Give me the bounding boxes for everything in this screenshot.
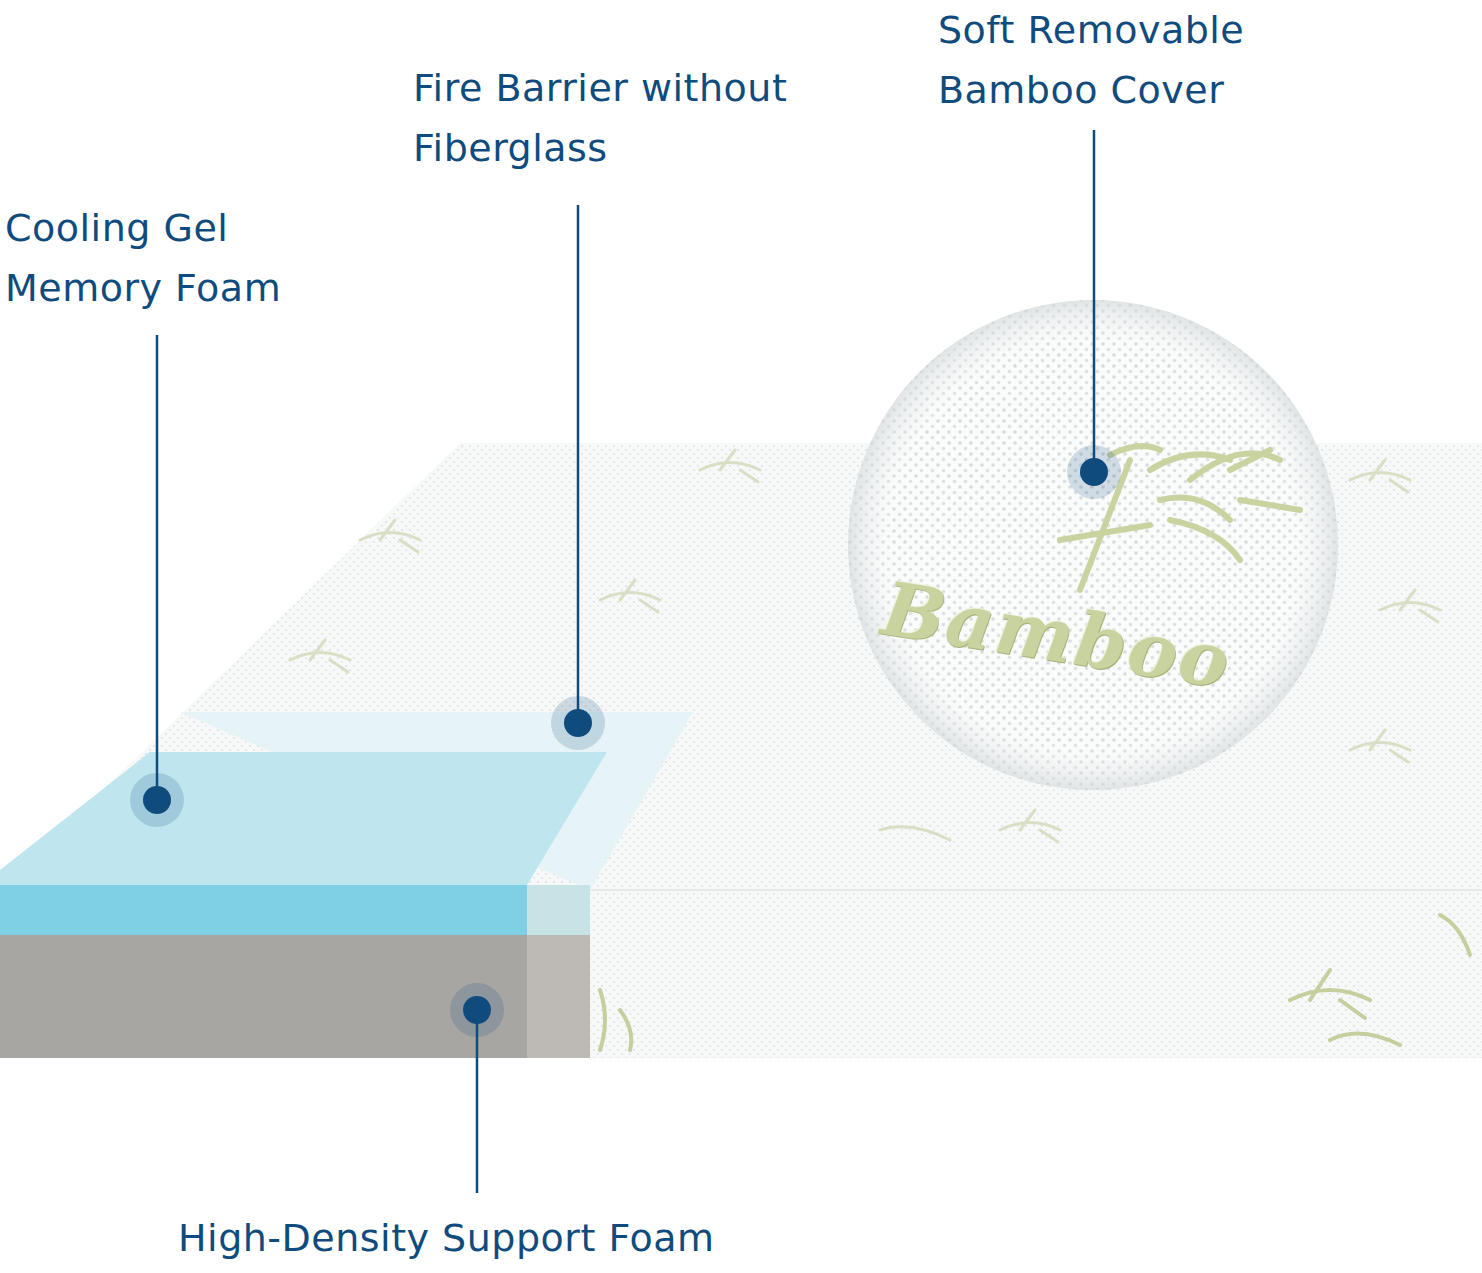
edge-seam — [590, 889, 1482, 891]
dot-halo — [130, 773, 184, 827]
magnified-bamboo-leaves — [1060, 446, 1300, 590]
leader-line — [476, 1010, 479, 1193]
dot — [564, 709, 592, 737]
leader-line — [156, 335, 159, 800]
fire-barrier-gel-edge — [527, 885, 590, 935]
support-foam — [0, 935, 527, 1058]
gel-top — [0, 752, 607, 885]
leader-line — [1093, 130, 1096, 472]
dot — [143, 786, 171, 814]
mattress-side — [590, 890, 1482, 1058]
dot — [463, 996, 491, 1024]
dot-halo — [551, 696, 605, 750]
leaf-pattern-side — [600, 915, 1470, 1050]
gel-layer — [0, 885, 527, 935]
fire-barrier-foam-edge — [527, 935, 590, 1058]
dot — [1080, 458, 1108, 486]
callout-label: High-Density Support Foam — [178, 1208, 1078, 1268]
callout-label: Soft Removable Bamboo Cover — [938, 0, 1338, 120]
callout-label: Fire Barrier without Fiberglass — [413, 58, 933, 178]
dot-halo — [1067, 445, 1121, 499]
callout-dots — [130, 445, 1121, 1037]
leader-line — [577, 205, 580, 723]
callout-label: Cooling Gel Memory Foam — [5, 198, 345, 318]
dot-halo — [450, 983, 504, 1037]
